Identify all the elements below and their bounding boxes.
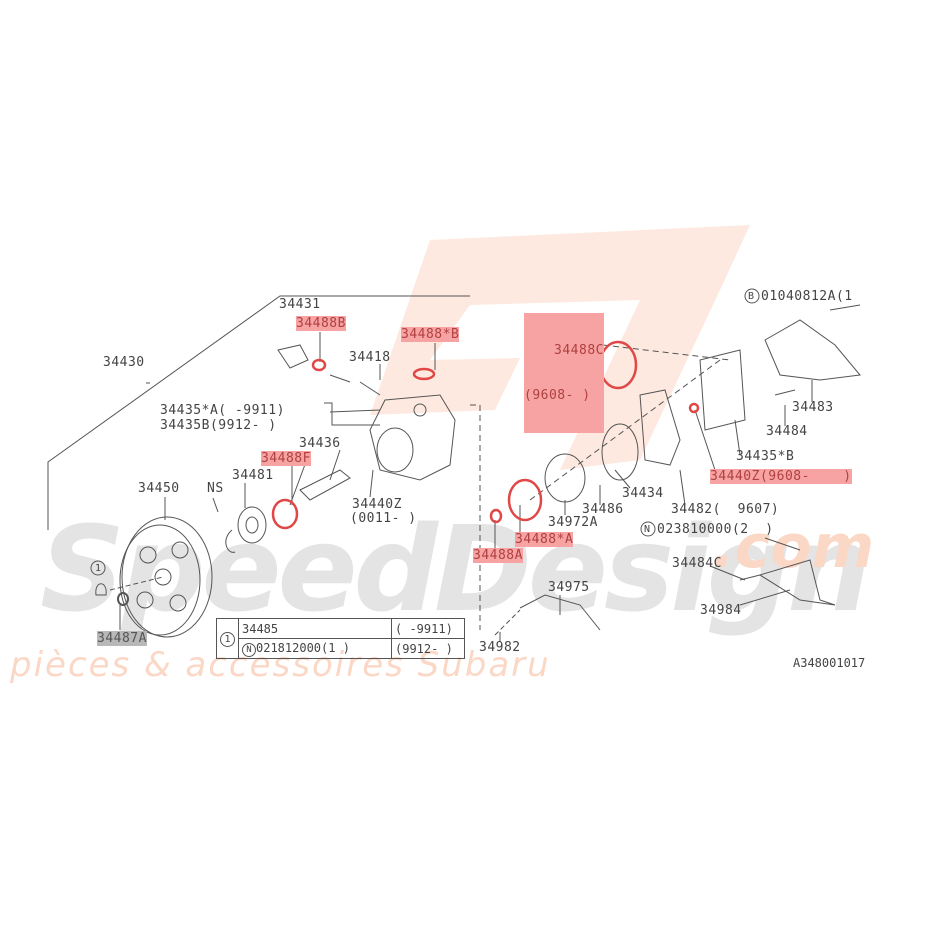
label-34484c[interactable]: 34484C <box>672 556 722 571</box>
circle-n-icon <box>640 521 656 537</box>
circle-1-icon <box>90 560 106 576</box>
logo-shape <box>370 225 750 470</box>
shaft-34436 <box>299 469 351 501</box>
label-34483[interactable]: 34483 <box>792 400 834 415</box>
circle-1-icon: 1 <box>220 631 235 647</box>
marker-n: N <box>644 524 651 535</box>
watermark-domain: .com <box>712 512 875 582</box>
label-34982[interactable]: 34982 <box>479 640 521 655</box>
cover-34435B <box>699 349 746 431</box>
label-34440z-9608[interactable]: 34440Z(9608- ) <box>710 469 852 484</box>
note-part: 34485 <box>238 618 392 639</box>
note-range: ( -9911) <box>391 618 465 639</box>
label-34975[interactable]: 34975 <box>548 580 590 595</box>
label-34488f[interactable]: 34488F <box>261 451 311 466</box>
watermark-brand: SpeedDesign <box>40 500 871 638</box>
label-34984[interactable]: 34984 <box>700 603 742 618</box>
circle-b-icon <box>744 288 760 304</box>
note-marker: 1 <box>216 618 239 659</box>
label-34450[interactable]: 34450 <box>138 481 180 496</box>
cam-ring-34972A <box>544 453 586 503</box>
note-row: 1 34485 ( -9911) <box>216 618 465 659</box>
label-34434[interactable]: 34434 <box>622 486 664 501</box>
label-34487a[interactable]: 34487A <box>97 631 147 646</box>
fitting-34431 <box>277 344 309 369</box>
label-nut-023810000[interactable]: 023810000(2 ) <box>657 522 774 537</box>
note-part: 021812000(1 ) <box>256 640 350 655</box>
circle-n-icon: N <box>242 642 256 657</box>
label-34430[interactable]: 34430 <box>103 355 145 370</box>
bracket-34483 <box>764 319 861 381</box>
pulley-34450 <box>119 516 213 638</box>
rotor-34434 <box>601 423 639 481</box>
label-34488a[interactable]: 34488A <box>473 548 523 563</box>
pump-body <box>369 394 456 481</box>
marker-1: 1 <box>95 563 102 574</box>
marker-b: B <box>748 291 755 302</box>
label-34488c-part: 34488C <box>554 343 604 358</box>
label-34418[interactable]: 34418 <box>349 350 391 365</box>
label-34431[interactable]: 34431 <box>279 297 321 312</box>
label-34488c[interactable]: 34488C (9608- ) <box>524 313 604 433</box>
label-34435b[interactable]: 34435B(9912- ) <box>160 418 277 433</box>
assembly-bracket-line <box>47 295 470 530</box>
bracket-34984 <box>739 559 836 606</box>
gasket-34482 <box>639 389 681 466</box>
label-34482[interactable]: 34482( 9607) <box>671 502 780 517</box>
label-34435-star-b[interactable]: 34435*B <box>736 449 795 464</box>
o-rings <box>271 340 700 530</box>
nut-icon <box>95 583 107 596</box>
label-34435a[interactable]: 34435*A( -9911) <box>160 403 285 418</box>
label-34484[interactable]: 34484 <box>766 424 808 439</box>
label-ns: NS <box>207 481 224 496</box>
label-34488c-range: (9608- ) <box>524 388 591 403</box>
label-34481[interactable]: 34481 <box>232 468 274 483</box>
label-34972a[interactable]: 34972A <box>548 515 598 530</box>
washer-34487A <box>117 592 129 606</box>
label-34486[interactable]: 34486 <box>582 502 624 517</box>
note-range: (9912- ) <box>391 638 465 659</box>
label-34440z-range: (0011- ) <box>350 511 417 526</box>
label-34488-star-b[interactable]: 34488*B <box>401 327 460 342</box>
label-34436[interactable]: 34436 <box>299 436 341 451</box>
label-bolt-01040812a[interactable]: 01040812A(1 <box>761 289 853 304</box>
label-34488-star-a[interactable]: 34488*A <box>515 532 574 547</box>
sensor-34975 <box>519 594 601 631</box>
label-34440z[interactable]: 34440Z <box>352 497 402 512</box>
diagram-id: A348001017 <box>793 656 866 670</box>
label-34488b[interactable]: 34488B <box>296 316 346 331</box>
